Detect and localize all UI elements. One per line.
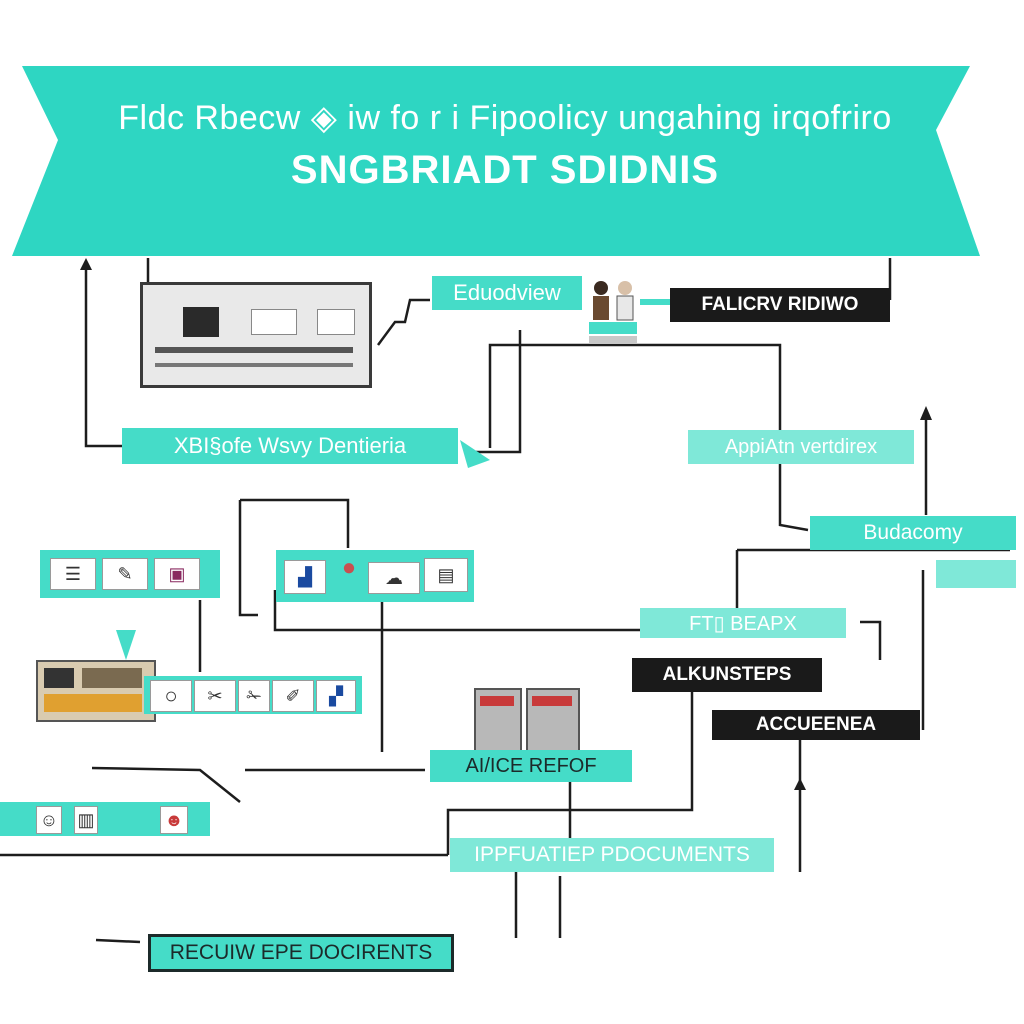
printer-indicator-2	[532, 696, 572, 706]
toolbar-3: ○ ✂ ✁ ✐ ▞	[144, 676, 362, 714]
character-icon: ☻	[160, 806, 188, 834]
banner-title: Fldc Rbecw ◈ iw fo r i Fipoolicy ungahin…	[118, 99, 892, 137]
label-recuiw: RECUIW EPE DOCIRENTS	[148, 934, 454, 972]
machine-controls	[82, 668, 142, 688]
label-appiatn: AppiAtn vertdirex	[688, 430, 914, 464]
label-edudview: Eduodview	[432, 276, 582, 310]
label-accueenea: ACCUEENEA	[712, 710, 920, 740]
people-icon	[589, 281, 637, 344]
label-xbl: XBI§ofe Wsvy Dentieria	[122, 428, 458, 464]
pin-icon[interactable]: ●	[341, 554, 357, 581]
slider-track-2	[155, 363, 353, 367]
photo-icon[interactable]: ▣	[154, 558, 200, 590]
user-card-icon[interactable]: ▟	[284, 560, 326, 594]
label-falicrv: FALICRV RIDIWO	[670, 288, 890, 322]
circle-icon[interactable]: ○	[150, 680, 192, 712]
label-alkunsteps: ALKUNSTEPS	[632, 658, 822, 692]
face-icon: ☺	[36, 806, 62, 834]
list-icon[interactable]: ☰	[50, 558, 96, 590]
title-banner: Fldc Rbecw ◈ iw fo r i Fipoolicy ungahin…	[0, 0, 1024, 270]
label-alice: AI/ICE REFOF	[430, 750, 632, 782]
printer-indicator	[480, 696, 514, 706]
label-fts: FT▯ BEAPX	[640, 608, 846, 638]
banner-shape	[12, 66, 980, 256]
wave-decoration	[936, 560, 1016, 588]
lower-left-strip: ☺ ▥ ☻	[0, 802, 210, 836]
label-budacomy: Budacomy	[810, 516, 1016, 550]
document-icon[interactable]: ▤	[424, 558, 468, 592]
screen-icon	[183, 307, 219, 337]
printer-right	[526, 688, 580, 752]
cloud-icon[interactable]: ☁	[368, 562, 420, 594]
pen-icon[interactable]: ✎	[102, 558, 148, 590]
control-icon	[317, 309, 355, 335]
tools-icon[interactable]: ✂	[194, 680, 236, 712]
machine-panel	[36, 660, 156, 722]
play-icon	[251, 309, 297, 335]
connector-stub	[640, 299, 670, 305]
machine-screen	[44, 668, 74, 688]
printer-left	[474, 688, 522, 752]
banner-subtitle: SNGBRIADT SDIDNIS	[290, 148, 720, 192]
device-panel	[140, 282, 372, 388]
scissors-icon[interactable]: ✁	[238, 680, 270, 712]
toolbar-2: ▟ ● ☁ ▤	[276, 550, 474, 602]
portrait-icon[interactable]: ▞	[316, 680, 356, 712]
label-ippfuatiep: IPPFUATIEP PDOCUMENTS	[450, 838, 774, 872]
toolbar-1: ☰ ✎ ▣	[40, 550, 220, 598]
people-figure	[585, 270, 640, 350]
machine-tray	[44, 694, 142, 712]
mug-icon: ▥	[74, 806, 98, 834]
brush-icon[interactable]: ✐	[272, 680, 314, 712]
slider-track	[155, 347, 353, 353]
